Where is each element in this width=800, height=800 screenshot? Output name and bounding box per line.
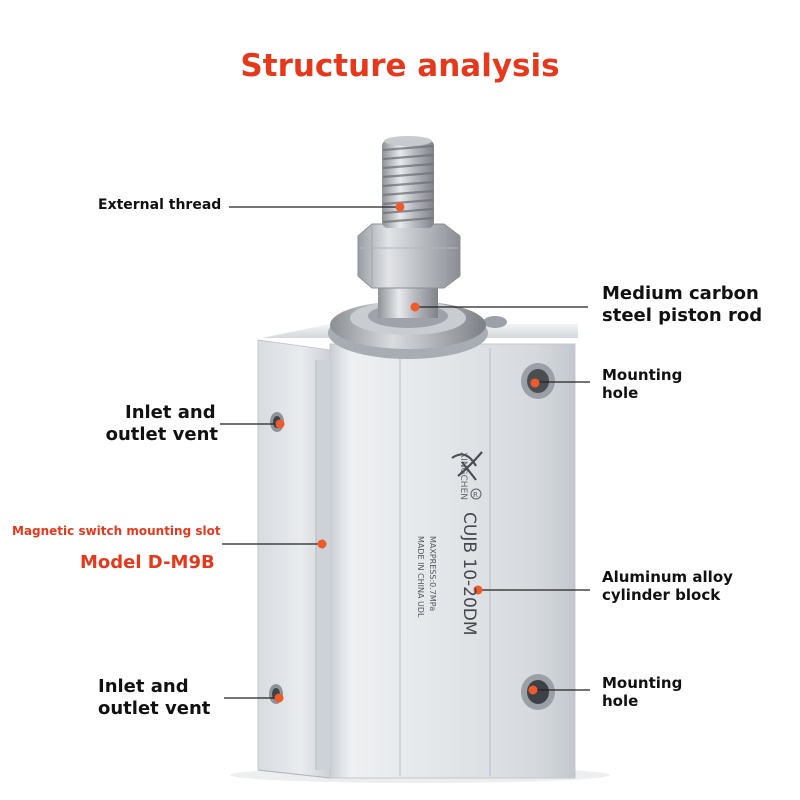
svg-text:R: R	[473, 491, 478, 499]
label-text: Model D-M9B	[80, 552, 215, 573]
product-marking: XINGCHEN	[458, 452, 468, 500]
marker-dot-external-thread	[395, 202, 405, 212]
label-text: External thread	[98, 197, 222, 213]
marker-dot-piston-rod	[410, 302, 420, 312]
label-text-line1: Mounting	[602, 674, 683, 692]
label-external-thread: External thread	[98, 197, 221, 214]
pressure-marking: MAXPRESS:0.7MPa	[428, 536, 437, 611]
xingchen-logo-icon	[451, 451, 483, 481]
label-text-line2: hole	[602, 384, 639, 402]
label-text-line2: outlet vent	[98, 697, 211, 719]
label-inlet-vent-top: Inlet and outlet vent	[78, 402, 218, 445]
label-magnetic-slot: Magnetic switch mounting slot	[12, 524, 221, 538]
label-text-line1: Inlet and	[98, 676, 189, 697]
marker-dot-magnetic-slot	[317, 539, 327, 549]
label-inlet-vent-bottom: Inlet and outlet vent	[98, 676, 210, 719]
label-mounting-hole-top: Mounting hole	[602, 366, 682, 402]
marker-dot-mounting-hole-top	[530, 378, 540, 388]
origin-marking: MADE IN CHINA UDL	[416, 536, 425, 618]
label-piston-rod: Medium carbon steel piston rod	[602, 283, 762, 326]
marker-dot-cylinder-block	[473, 585, 483, 595]
label-model: Model D-M9B	[80, 552, 215, 574]
label-text-line1: Medium carbon	[602, 283, 759, 304]
marker-dot-inlet-vent-top	[275, 419, 285, 429]
label-text-line2: outlet vent	[105, 423, 218, 445]
marker-dot-mounting-hole-bottom	[528, 685, 538, 695]
page-title: Structure analysis	[240, 48, 560, 84]
label-text-line1: Inlet and	[125, 402, 216, 423]
label-text: Magnetic switch mounting slot	[12, 524, 221, 538]
label-text-line1: Aluminum alloy	[602, 568, 733, 586]
brand-text: XINGCHEN	[458, 452, 468, 500]
label-text-line2: hole	[602, 692, 639, 710]
model-marking: CUJB 10-20DM	[459, 512, 479, 636]
label-text-line1: Mounting	[602, 366, 683, 384]
label-cylinder-block: Aluminum alloy cylinder block	[602, 568, 733, 604]
label-text-line2: cylinder block	[602, 586, 721, 604]
marker-dot-inlet-vent-bottom	[274, 693, 284, 703]
registered-mark-icon: R	[470, 488, 482, 500]
label-text-line2: steel piston rod	[602, 304, 763, 326]
label-mounting-hole-bottom: Mounting hole	[602, 674, 682, 710]
